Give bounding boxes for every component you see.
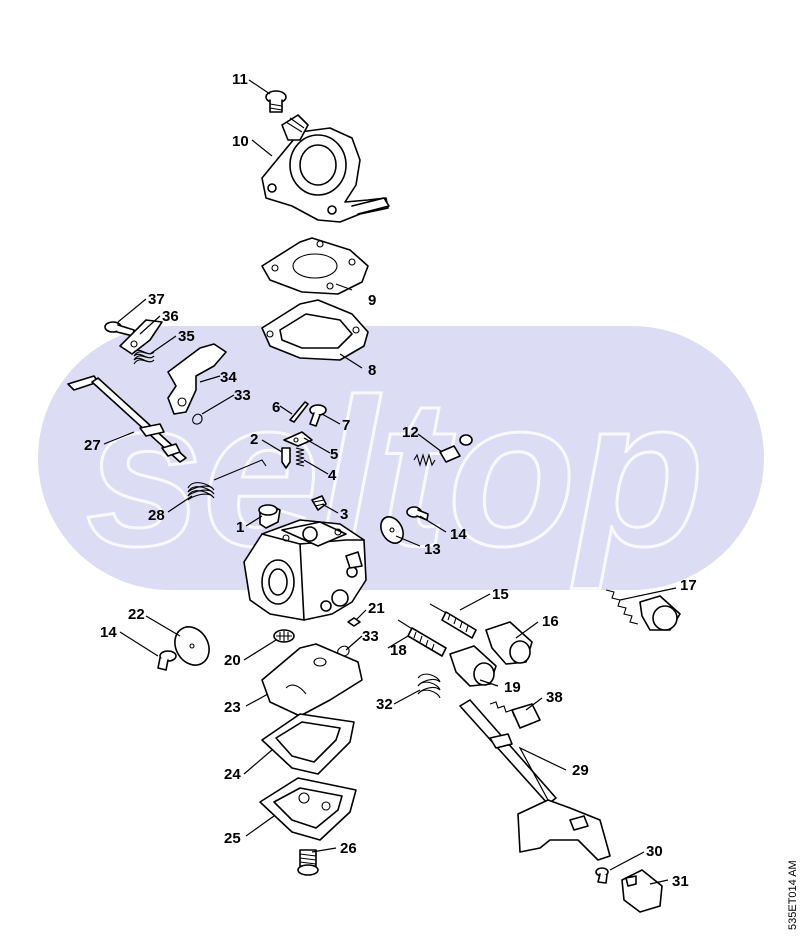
part-33-clip: [192, 413, 203, 425]
callout-21: 21: [368, 600, 385, 617]
part-7-screw: [309, 404, 327, 427]
callout-34: 34: [220, 369, 237, 386]
leader-lines: [103, 79, 677, 885]
carburetor-body: [243, 519, 367, 621]
callout-25: 25: [224, 830, 241, 847]
part-2-inlet-needle: [281, 447, 291, 469]
callout-labels: 11 10 9 8 37 36 35 34 33 27 28 6 7 2 5 4…: [84, 71, 697, 890]
part-19-limiter-cap: [449, 645, 497, 687]
callout-35: 35: [178, 328, 195, 345]
callout-11: 11: [232, 71, 248, 88]
callout-29: 29: [572, 762, 589, 779]
part-1-plug: [258, 504, 281, 529]
callout-17: 17: [680, 577, 697, 594]
callout-15: 15: [492, 586, 509, 603]
callout-12: 12: [402, 424, 419, 441]
part-5-control-lever: [283, 431, 313, 447]
part-23-metering-diaphragm: [261, 643, 363, 717]
callout-10: 10: [232, 133, 249, 150]
callout-2: 2: [250, 431, 258, 448]
part-38-idle-screw: [489, 701, 541, 729]
drawing-code: 535ET014 AM: [787, 860, 799, 930]
callout-24: 24: [224, 766, 241, 783]
callout-16: 16: [542, 613, 559, 630]
part-16-limiter-cap: [485, 621, 533, 665]
part-10-pump-cover: [261, 114, 390, 223]
part-21-plug: [347, 617, 361, 627]
part-17-adjusting-screw: [605, 589, 681, 631]
part-8-gasket: [261, 299, 369, 361]
callout-38: 38: [546, 689, 563, 706]
part-12-accelerator-pump: [413, 434, 473, 467]
callout-28: 28: [148, 507, 165, 524]
callout-9: 9: [368, 292, 376, 309]
callout-33-lower: 33: [362, 628, 379, 645]
part-14-screw-lower: [157, 650, 177, 671]
callout-14-lower: 14: [100, 624, 117, 641]
callout-33: 33: [234, 387, 251, 404]
callout-3: 3: [340, 506, 348, 523]
part-24-gasket: [261, 713, 355, 775]
callout-36: 36: [162, 308, 179, 325]
callout-20: 20: [224, 652, 241, 669]
part-29-throttle-shaft: [459, 699, 611, 861]
part-25-cover: [259, 777, 357, 841]
part-18-main-needle: [397, 619, 447, 657]
part-36-plate: [119, 319, 163, 355]
part-28-spring: [187, 459, 267, 501]
part-27-shaft: [67, 375, 187, 463]
part-30-screw: [595, 867, 609, 884]
callout-5: 5: [330, 446, 338, 463]
part-35-spring: [133, 349, 155, 365]
callout-30: 30: [646, 843, 663, 860]
callout-27: 27: [84, 437, 101, 454]
part-11-screw: [265, 90, 287, 113]
part-14-screw: [406, 506, 429, 521]
part-22-plate: [174, 626, 210, 666]
callout-18: 18: [390, 642, 407, 659]
watermark: seltop: [38, 326, 764, 592]
part-15-jet-needle: [429, 603, 477, 639]
callout-23: 23: [224, 699, 241, 716]
callout-32: 32: [376, 696, 393, 713]
callout-31: 31: [672, 873, 689, 890]
part-4-spring: [295, 447, 305, 467]
callout-8: 8: [368, 362, 376, 379]
callout-4: 4: [328, 467, 337, 484]
part-3-fitting: [311, 495, 327, 511]
callout-1: 1: [236, 519, 244, 536]
part-26-screw: [297, 849, 319, 876]
part-6-pin: [289, 401, 309, 423]
callout-37: 37: [148, 291, 165, 308]
part-20-strainer: [273, 629, 295, 643]
callout-13: 13: [424, 541, 441, 558]
callout-26: 26: [340, 840, 357, 857]
part-drawings: [67, 90, 681, 913]
callout-22: 22: [128, 606, 145, 623]
callout-6: 6: [272, 399, 280, 416]
part-34-lever: [167, 343, 227, 415]
callout-14: 14: [450, 526, 467, 543]
part-32-spring: [417, 673, 441, 699]
callout-7: 7: [342, 417, 350, 434]
part-31-adjusting-nut: [621, 869, 663, 913]
part-37-screw: [104, 321, 135, 337]
part-9-diaphragm: [261, 237, 369, 295]
callout-19: 19: [504, 679, 521, 696]
